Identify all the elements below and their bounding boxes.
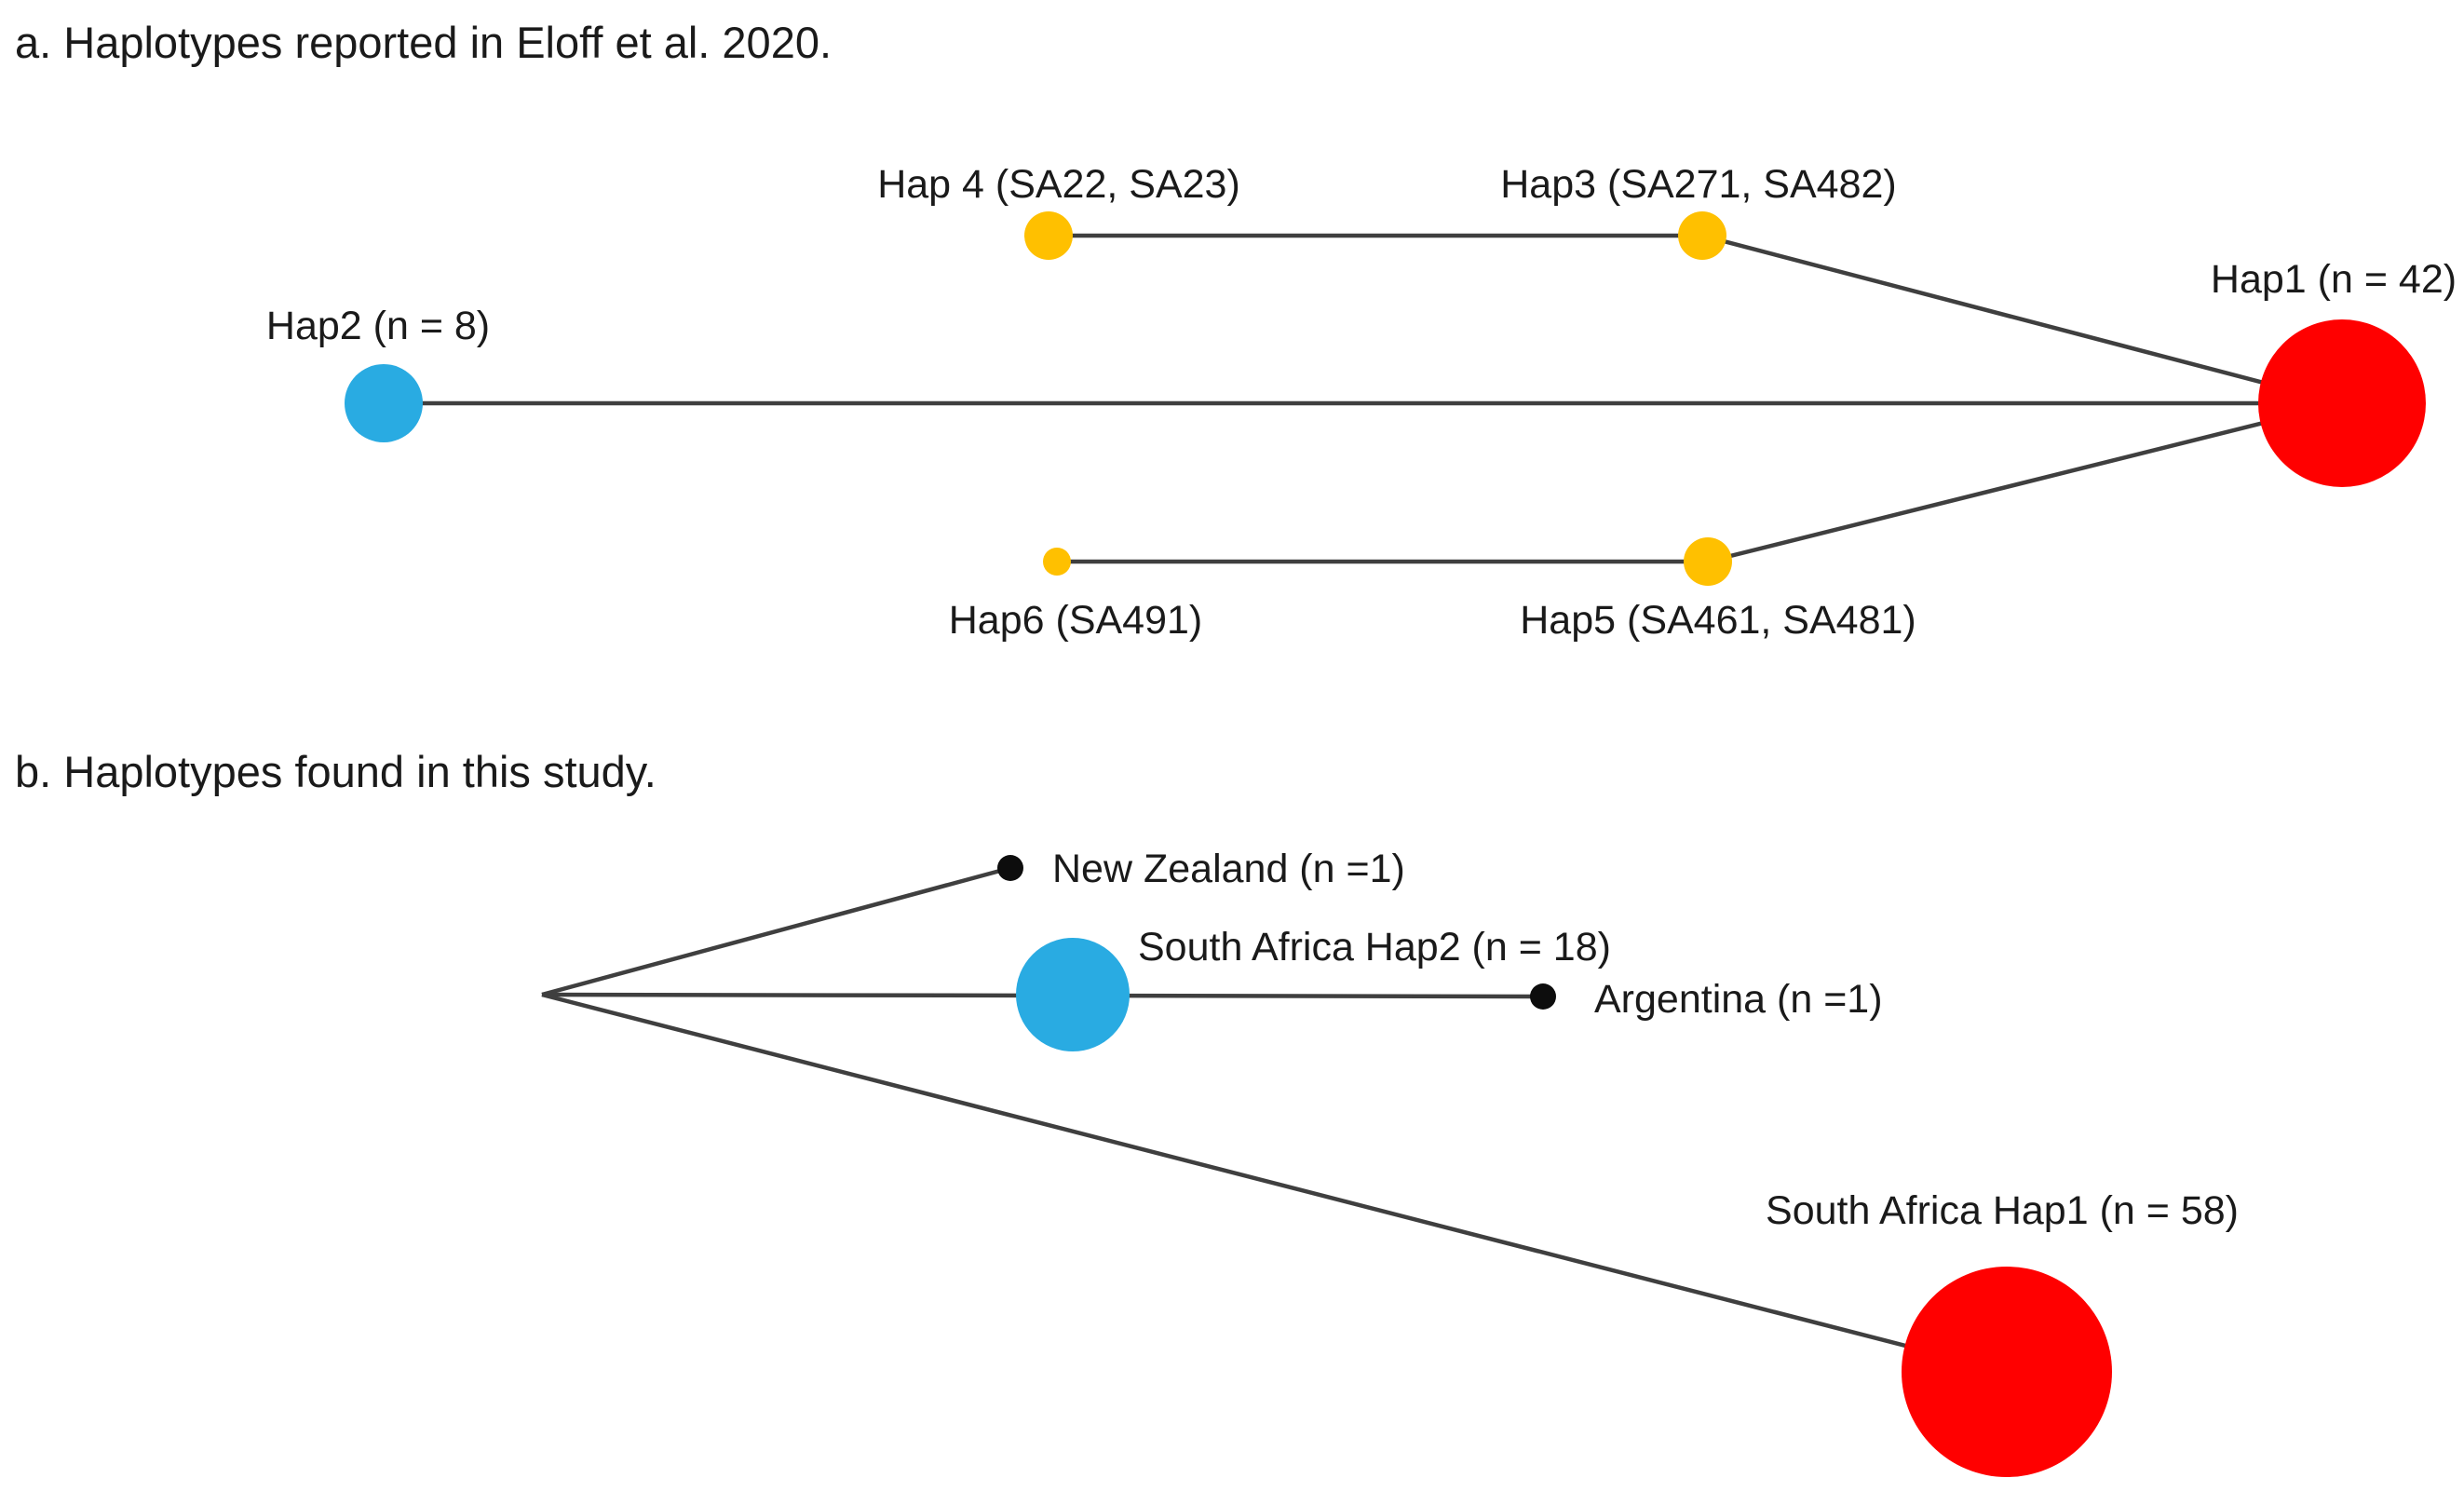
haplotype-node-hap2 (345, 364, 423, 442)
panel-b-title: b. Haplotypes found in this study. (15, 747, 657, 796)
haplotype-label-nz: New Zealand (n =1) (1052, 847, 1405, 891)
edge-vertex-nz (541, 865, 1011, 997)
nodes-layer (345, 211, 2426, 1477)
haplotype-label-arg: Argentina (n =1) (1594, 977, 1883, 1022)
haplotype-label-hap4: Hap 4 (SA22, SA23) (877, 162, 1240, 207)
haplotype-label-hap2: Hap2 (n = 8) (266, 304, 490, 348)
haplotype-label-hap6: Hap6 (SA491) (949, 598, 1203, 643)
haplotype-node-hap1 (2258, 319, 2426, 487)
haplotype-label-hap1: Hap1 (n = 42) (2211, 257, 2457, 302)
haplotype-label-sa1: South Africa Hap1 (n = 58) (1766, 1188, 2239, 1233)
haplotype-label-hap3: Hap3 (SA271, SA482) (1500, 162, 1897, 207)
haplotype-node-arg (1530, 983, 1556, 1010)
haplotype-node-hap6 (1043, 548, 1071, 576)
edge-vertex-sa1 (541, 992, 2008, 1375)
haplotype-label-sa2: South Africa Hap2 (n = 18) (1138, 925, 1611, 969)
haplotype-node-sa1 (1902, 1267, 2112, 1477)
labels-layer: Hap 4 (SA22, SA23) Hap3 (SA271, SA482) Hap… (266, 162, 2457, 1233)
panel-a-title: a. Haplotypes reported in Eloff et al. 2… (15, 18, 832, 67)
haplotype-label-hap5: Hap5 (SA461, SA481) (1520, 598, 1916, 643)
haplotype-node-hap4 (1024, 211, 1073, 260)
edge-hap5-hap1 (1707, 400, 2343, 564)
haplotype-node-hap5 (1684, 537, 1732, 586)
haplotype-node-hap3 (1678, 211, 1726, 260)
haplotype-node-sa2 (1016, 938, 1130, 1051)
edge-hap3-hap1 (1701, 233, 2343, 406)
haplotype-node-nz (997, 855, 1023, 881)
